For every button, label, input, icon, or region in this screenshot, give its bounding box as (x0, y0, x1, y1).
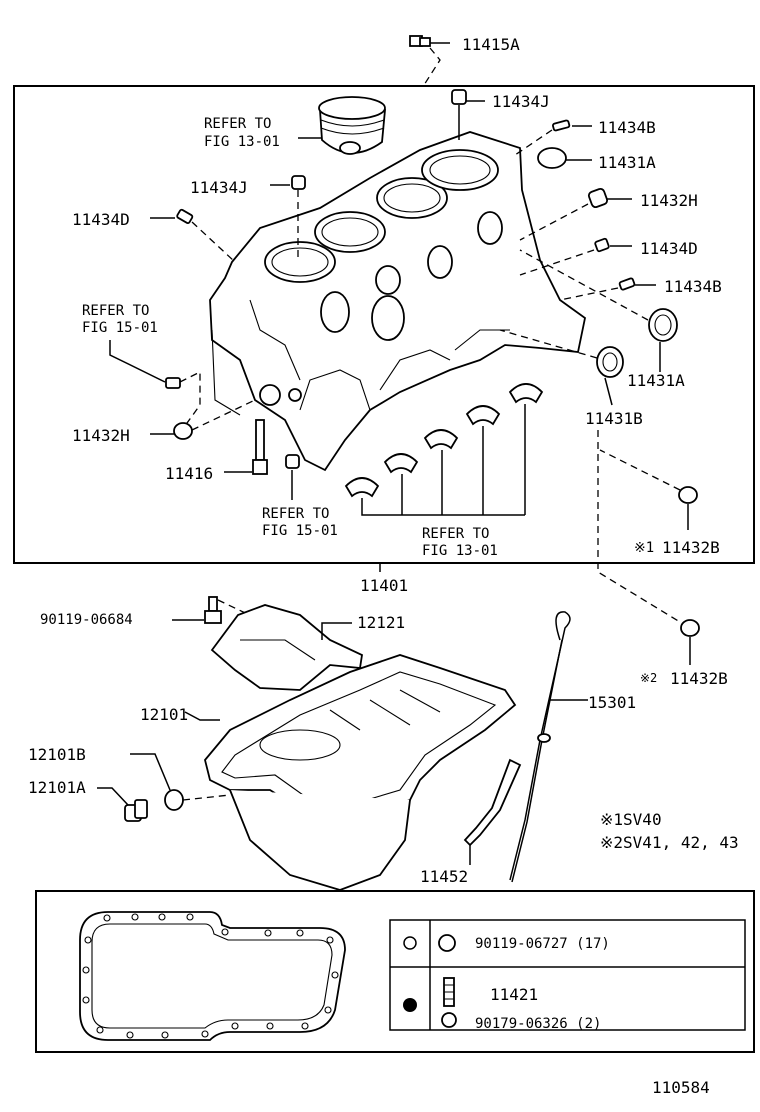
label-12101b: 12101B (28, 745, 86, 764)
dipstick-guide-11452 (463, 758, 522, 865)
label-11434b-top: 11434B (598, 118, 656, 137)
open-circle-symbol (403, 936, 417, 950)
label-11434d-right: 11434D (640, 239, 698, 258)
plug-11434j-top (451, 89, 485, 140)
legend-part-90179-06326: 90179-06326 (2) (475, 1016, 601, 1032)
drain-plug-12101a (97, 787, 148, 822)
filled-circle-symbol (403, 998, 417, 1012)
plug-11431a-top (537, 147, 592, 169)
label-11432b-1: 11432B (662, 538, 720, 557)
refer-fig-15-01-left-a: REFER TO (82, 303, 149, 319)
plug-11434b-top (514, 119, 592, 156)
plug-11434j-left (270, 175, 306, 260)
label-15301: 15301 (588, 693, 636, 712)
legend-table (389, 919, 746, 1031)
note-2: ※2SV41, 42, 43 (600, 833, 739, 852)
refer-fig-13-01-bot-a: REFER TO (422, 526, 489, 542)
flange-bolt-icon (441, 1012, 457, 1028)
note-1: ※1SV40 (600, 810, 662, 829)
label-11431b: 11431B (585, 409, 643, 428)
refer-fig-15-01-left-b: FIG 15-01 (82, 320, 158, 336)
label-11434b-right: 11434B (664, 277, 722, 296)
mark-1: ※1 (634, 540, 654, 556)
label-12101: 12101 (140, 705, 188, 724)
label-11432h-left: 11432H (72, 426, 130, 445)
gasket-12101b (130, 753, 231, 811)
cylinder-block-icon (209, 131, 586, 472)
label-11434j-left: 11434J (190, 178, 248, 197)
bolt-head-icon (438, 934, 456, 952)
label-12121: 12121 (357, 613, 405, 632)
oil-plug-11415a (409, 35, 450, 86)
plug-11432h-left (150, 399, 256, 440)
crank-bearings-icon (344, 383, 544, 516)
refer-fig-13-01-top-a: REFER TO (204, 116, 271, 132)
label-12101a: 12101A (28, 778, 86, 797)
mark-2: ※2 (640, 671, 657, 685)
label-11432h-right: 11432H (640, 191, 698, 210)
plug-11432b-2 (597, 430, 700, 665)
label-90119-06684: 90119-06684 (40, 612, 133, 628)
oil-pan-gasket-outline (79, 911, 346, 1041)
dipstick-15301 (509, 611, 588, 883)
label-11431a-top: 11431A (598, 153, 656, 172)
seal-11431a-mid (519, 249, 678, 372)
refer-fig-15-01-bot-b: FIG 15-01 (262, 523, 338, 539)
inset-frame (35, 890, 755, 1053)
label-11415a: 11415A (462, 35, 520, 54)
plug-11434d-left (150, 208, 236, 263)
plug-11434d-right (519, 237, 632, 276)
piston-icon (318, 96, 386, 155)
refer-fig-13-01-top-b: FIG 13-01 (204, 134, 280, 150)
plug-11432h-right (519, 187, 632, 241)
plug-11432b-1 (599, 449, 698, 530)
refer-fig-15-01-bot-a: REFER TO (262, 506, 329, 522)
label-11452: 11452 (420, 867, 468, 886)
label-11434d-left: 11434D (72, 210, 130, 229)
plug-refer-15-01-left (109, 340, 201, 431)
label-11432b-2: 11432B (670, 669, 728, 688)
baffle-plate-12121 (210, 604, 363, 691)
legend-part-11421: 11421 (490, 985, 538, 1004)
label-11431a-mid: 11431A (627, 371, 685, 390)
label-11416: 11416 (165, 464, 213, 483)
stud-11416 (224, 419, 268, 475)
refer-fig-13-01-bot-b: FIG 13-01 (422, 543, 498, 559)
label-11401: 11401 (360, 576, 408, 595)
plug-11434b-right (559, 277, 656, 301)
engine-block-frame (13, 85, 755, 564)
label-11434j-top: 11434J (492, 92, 550, 111)
plug-refer-15-01-bottom (285, 454, 300, 500)
seal-11431b (499, 329, 624, 406)
oil-pan-12101 (184, 654, 517, 891)
diagram-number: 110584 (652, 1078, 710, 1097)
legend-part-90119-06727: 90119-06727 (17) (475, 936, 610, 952)
